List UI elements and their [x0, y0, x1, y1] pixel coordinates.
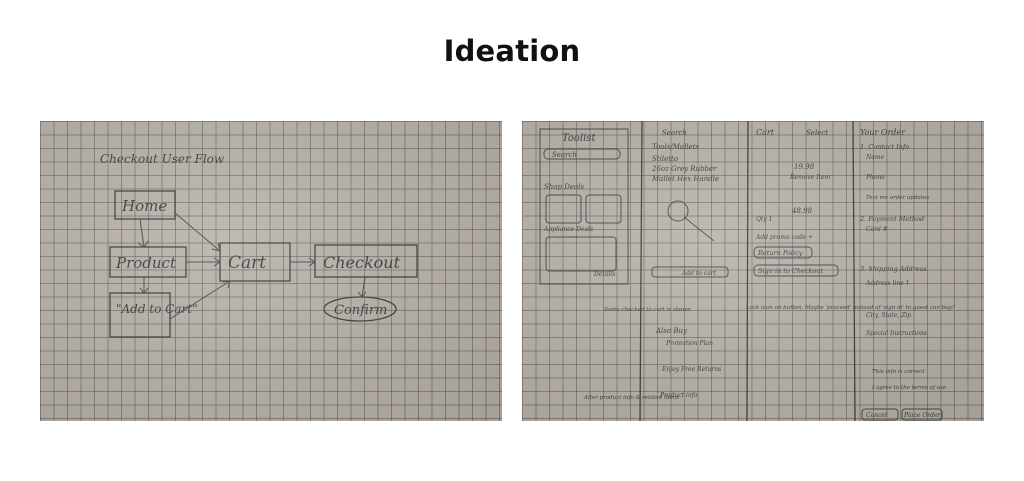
screen4-city: City, State, Zip — [866, 312, 911, 319]
screen4-card: Card # — [866, 226, 888, 233]
add-to-cart-box — [109, 292, 171, 338]
arrow-addtocart-cart — [169, 280, 231, 320]
screen4-payment: 2. Payment Method — [859, 215, 924, 223]
screen3-note: Lock icon on button. Maybe 'proceed' ins… — [745, 305, 955, 311]
screen2-note-left: Items checked to cart is shown — [603, 307, 691, 313]
screen3-return-policy: Return Policy — [757, 249, 803, 257]
screen4-place-order: Place Order — [903, 412, 942, 419]
screen4-cancel: Cancel — [866, 412, 887, 419]
screen4-shipping: 3. Shipping Address — [860, 265, 927, 273]
cart-label: Cart — [228, 253, 266, 273]
screen3-title: Cart — [756, 128, 775, 137]
wireframes-drawing: Toolist Search Shop Deals Appliance Deal… — [539, 121, 955, 421]
wireframe-screen-2: Search Tools/Mallets Stiletto 26oz Grey … — [583, 129, 729, 401]
screen4-phone: Phone — [865, 174, 885, 181]
screen2-line-1: Stiletto — [652, 155, 678, 163]
screen3-remove: Remove Item — [789, 174, 831, 181]
checkout-label: Checkout — [323, 253, 401, 272]
arrow-cart-checkout — [290, 257, 316, 267]
wireframe-screen-4: Your Order 1. Contact Info Name Phone Te… — [859, 128, 947, 421]
checkout-box — [314, 244, 418, 278]
flow-heading: Checkout User Flow — [100, 152, 225, 166]
add-to-cart-label: "Add to Cart" — [116, 302, 198, 316]
screen2-add-to-cart: Add to cart — [681, 270, 717, 277]
screen2-product-info: Product info — [659, 392, 698, 399]
screen1-search: Search — [552, 151, 577, 159]
arrow-checkout-confirm — [357, 276, 367, 298]
screen2-line-2: 26oz Grey Rubber — [651, 165, 717, 173]
wireframe-screen-3: Cart Select 19.98 48.98 Remove Item Qty … — [745, 128, 955, 311]
product-label: Product — [115, 254, 177, 272]
screen2-line-3: Mallet Hex Handle — [651, 175, 719, 183]
screen3-price-2: 48.98 — [791, 207, 813, 215]
confirm-ellipse — [323, 296, 397, 322]
arrow-product-addtocart — [139, 277, 149, 294]
wireframe-dividers — [639, 121, 856, 421]
flow-sketch-photo: Checkout User Flow Home Product Cart Che… — [40, 121, 502, 421]
arrow-home-cart — [174, 212, 221, 252]
screen3-qty: Qty 1 — [756, 216, 772, 223]
screen4-special: Special Instructions — [866, 330, 927, 337]
screen4-correct: This info is correct — [872, 369, 925, 375]
screen1-details: Details — [593, 271, 615, 278]
confirm-label: Confirm — [334, 303, 387, 318]
screen3-sign-in: Sign in to Checkout — [758, 267, 824, 275]
screen3-price-1: 19.98 — [794, 163, 815, 171]
flow-sketch-drawing: Checkout User Flow Home Product Cart Che… — [100, 152, 418, 338]
screen4-address: Address line 1 — [865, 280, 909, 287]
home-box — [114, 190, 176, 220]
screen2-brand: Tools/Mallets — [652, 143, 700, 151]
home-label: Home — [121, 197, 167, 215]
screen2-free-returns: Enjoy Free Returns — [661, 366, 721, 373]
screen1-shop-deals: Shop Deals — [544, 183, 584, 191]
screen2-note-bottom: Alter product info & related items — [583, 395, 679, 401]
screen4-agree: I agree to the terms of use — [871, 385, 947, 391]
screen3-promo: Add promo code + — [755, 234, 813, 241]
screen1-title: Toolist — [562, 133, 596, 144]
wireframe-screen-1: Toolist Search Shop Deals Appliance Deal… — [539, 128, 629, 285]
screen2-protection: Protection Plan — [665, 340, 713, 347]
screen4-contact: 1. Contact Info — [860, 143, 909, 151]
screen4-name: Name — [865, 154, 885, 161]
screen3-action: Select — [806, 129, 828, 137]
screen4-title: Your Order — [860, 128, 906, 137]
arrow-home-product — [137, 218, 149, 248]
screen2-back: Search — [662, 129, 687, 137]
screen4-text-updates: Text me order updates — [866, 195, 929, 201]
page-title: Ideation — [443, 34, 581, 68]
arrow-product-cart — [186, 257, 221, 267]
wireframes-photo: Toolist Search Shop Deals Appliance Deal… — [522, 121, 984, 421]
screen2-also-buy: Also Buy — [655, 327, 688, 335]
screen1-appliance-deals: Appliance Deals — [543, 226, 593, 233]
